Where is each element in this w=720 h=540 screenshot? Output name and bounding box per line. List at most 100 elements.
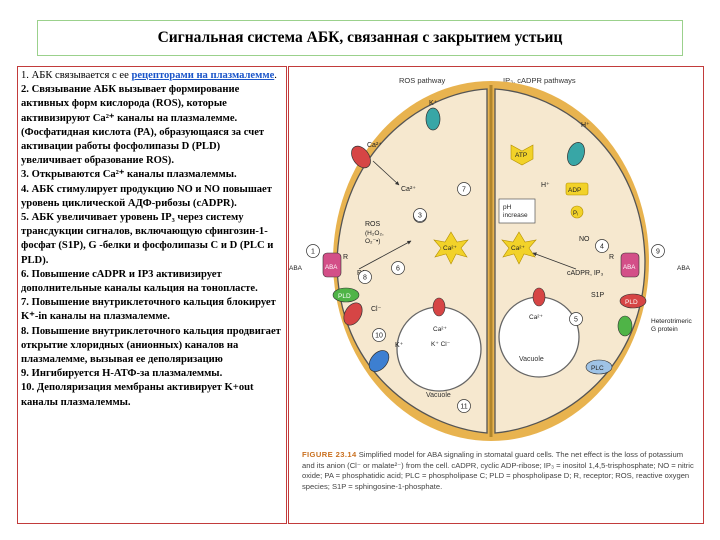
step-badge-label-7: 7 bbox=[462, 187, 466, 194]
pld-right-label: PLD bbox=[625, 299, 638, 306]
step-9: 9. Ингибируется H-АТФ-за плазмалеммы. bbox=[21, 368, 223, 380]
figure-box: ROS pathway IP₃, cADPR pathways Vacuole … bbox=[288, 66, 704, 524]
step-badge-11 bbox=[457, 399, 471, 413]
ca-burst-right-label: Ca²⁺ bbox=[511, 245, 525, 252]
ph-increase-box bbox=[498, 198, 536, 224]
receptor-link[interactable]: рецепторами на плазмалемме bbox=[131, 70, 275, 81]
steps-text-box: 1. АБК связывается с ее рецепторами на п… bbox=[17, 66, 287, 524]
step-badge-label-1: 1 bbox=[311, 249, 315, 256]
pld-left bbox=[332, 287, 360, 303]
r-left-label: R bbox=[343, 254, 348, 261]
plc-label: PLC bbox=[591, 365, 604, 372]
atp-badge bbox=[510, 144, 534, 166]
step-badge-3 bbox=[413, 208, 427, 222]
caption-text: Simplified model for ABA signaling in st… bbox=[302, 450, 694, 491]
atp-label: ATP bbox=[515, 152, 527, 159]
no-label: NO bbox=[579, 236, 590, 243]
step-badge-1 bbox=[306, 244, 320, 258]
cl-minus-label: Cl⁻ bbox=[371, 306, 382, 313]
pi-label: Pᵢ bbox=[573, 211, 578, 217]
step-8: 8. Повышение внутриклеточного кальция пр… bbox=[21, 325, 281, 366]
step-badge-label-8: 8 bbox=[363, 275, 367, 282]
aba-left-in-label: ABA bbox=[325, 264, 338, 271]
ca-cyt-label: Ca²⁺ bbox=[401, 186, 416, 193]
ip3-pathway-heading: IP₃, cADPR pathways bbox=[503, 76, 576, 85]
ca-left-label: Ca²⁺ bbox=[367, 142, 382, 149]
s1p-label: S1P bbox=[591, 292, 605, 299]
ca-burst-left bbox=[433, 231, 469, 265]
cadpr-ip3-label: cADPR, IP₃ bbox=[567, 270, 603, 277]
adp-badge bbox=[565, 182, 589, 196]
step-badge-label-10: 10 bbox=[375, 333, 383, 340]
h-pump bbox=[567, 142, 585, 166]
guard-cell-pair bbox=[333, 81, 649, 441]
pld-left-label: PLD bbox=[338, 293, 351, 300]
step-badge-6 bbox=[391, 261, 405, 275]
ros-species-label: (H₂O₂, bbox=[365, 230, 384, 237]
aba-right-out-label: ABA bbox=[677, 265, 691, 272]
step-badge-7 bbox=[457, 182, 471, 196]
r-right-label: R bbox=[609, 254, 614, 261]
step-number-badges: 1234567891011 bbox=[306, 182, 665, 413]
step-badge-label-11: 11 bbox=[460, 404, 467, 411]
step-badge-label-4: 4 bbox=[600, 244, 604, 251]
step-badge-10 bbox=[372, 328, 386, 342]
arrow-ca-in bbox=[372, 160, 400, 186]
g-protein-shape bbox=[617, 315, 633, 337]
k-out-channel bbox=[368, 350, 390, 372]
ros-species2-label: O₂⁻•) bbox=[365, 238, 380, 245]
step-1: 1. АБК связывается с ее рецепторами на п… bbox=[21, 69, 283, 83]
step-badge-label-3: 3 bbox=[418, 213, 422, 220]
ca-burst-right bbox=[501, 231, 537, 265]
ca-vac-left-label: Ca²⁺ bbox=[433, 326, 447, 333]
cl-channel bbox=[343, 302, 363, 326]
step-1-suffix: . bbox=[274, 70, 277, 81]
vacuole-right bbox=[498, 296, 580, 378]
ca-channel-left bbox=[351, 145, 371, 169]
step-badge-5 bbox=[569, 312, 583, 326]
step-2: 2. Связывание АБК вызывает формирование … bbox=[21, 84, 265, 167]
k-channel-top bbox=[425, 107, 441, 131]
step-4: 4. АБК стимулирует продукцию NO и NO пов… bbox=[21, 183, 272, 209]
step-badge-label-6: 6 bbox=[396, 266, 400, 273]
pi-badge bbox=[570, 205, 584, 219]
step-badge-8 bbox=[358, 270, 372, 284]
plc-shape bbox=[585, 359, 613, 375]
pld-right bbox=[619, 293, 647, 309]
ca-vac-right-label: Ca²⁺ bbox=[529, 314, 543, 321]
aba-right-in-label: ABA bbox=[623, 264, 636, 271]
receptor-left bbox=[322, 252, 342, 278]
h-plus-mid-label: H⁺ bbox=[541, 182, 550, 189]
tonoplast-ca-left bbox=[432, 297, 446, 317]
title-box: Сигнальная система АБК, связанная с закр… bbox=[37, 20, 683, 56]
step-6: 6. Повышение cADPR и IP3 активизирует до… bbox=[21, 268, 258, 295]
k-plus-top-label: K⁺ bbox=[429, 100, 438, 107]
step-3: 3. Открываются Ca²⁺ каналы плазмалеммы. bbox=[21, 169, 237, 181]
tonoplast-ca-right bbox=[532, 287, 546, 307]
guard-cell-diagram: ROS pathway IP₃, cADPR pathways Vacuole … bbox=[289, 76, 693, 441]
ros-label: ROS bbox=[365, 221, 381, 228]
step-1-prefix: 1. АБК связывается с ее bbox=[21, 70, 132, 81]
step-5: 5. АБК увеличивает уровень IP₃ через сис… bbox=[21, 212, 274, 266]
step-badge-9 bbox=[651, 244, 665, 258]
page-title: Сигнальная система АБК, связанная с закр… bbox=[157, 29, 563, 46]
step-7: 7. Повышение внутриклеточного кальция бл… bbox=[21, 297, 276, 323]
vacuole-left bbox=[396, 306, 482, 392]
caption-label: FIGURE 23.14 bbox=[302, 450, 357, 459]
step-badge-label-5: 5 bbox=[574, 317, 578, 324]
aba-left-out-label: ABA bbox=[289, 265, 303, 272]
vacuole-left-label: Vacuole bbox=[426, 392, 451, 399]
k-plus-low-label: K⁺ bbox=[395, 342, 404, 349]
k-cl-vac-label: K⁺ Cl⁻ bbox=[431, 341, 451, 348]
arrow-pa-ros bbox=[358, 240, 412, 270]
vacuole-right-label: Vacuole bbox=[519, 356, 544, 363]
ros-pathway-heading: ROS pathway bbox=[399, 76, 446, 85]
step-badge-label-9: 9 bbox=[656, 249, 660, 256]
adp-label: ADP bbox=[568, 187, 581, 194]
figure-caption: FIGURE 23.14 Simplified model for ABA si… bbox=[302, 450, 697, 492]
step-10: 10. Деполяризация мембраны активирует K+… bbox=[21, 382, 254, 408]
ca-burst-left-label: Ca²⁺ bbox=[443, 245, 457, 252]
receptor-right bbox=[620, 252, 640, 278]
step-badge-4 bbox=[595, 239, 609, 253]
